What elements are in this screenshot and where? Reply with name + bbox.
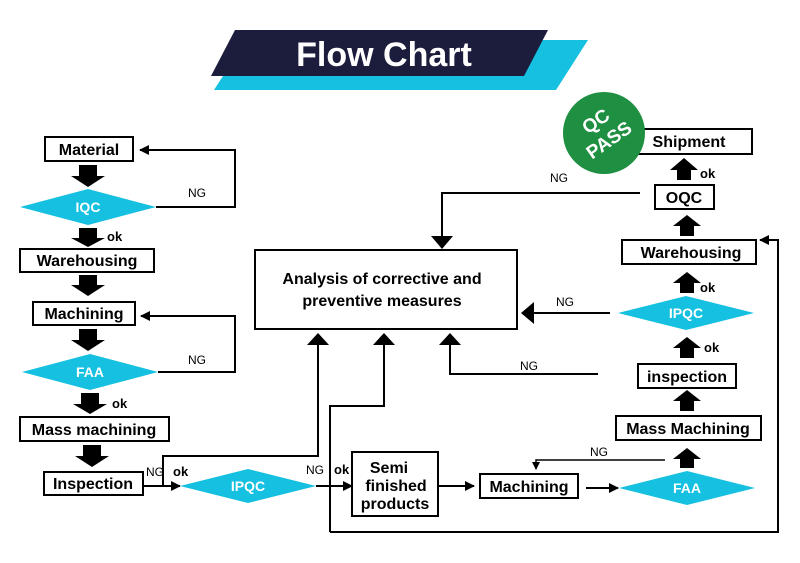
diamond-ipqc-bottom: IPQC xyxy=(180,469,316,503)
down-arrow-machining xyxy=(71,329,105,351)
inspection-left-label: Inspection xyxy=(53,476,133,493)
ipqc-bottom-label: IPQC xyxy=(231,478,265,494)
up-arrow-inspection-right xyxy=(673,337,701,358)
ng-path-inspection-to-analysis xyxy=(162,335,323,486)
title-background xyxy=(211,30,548,76)
inspection-right-label: inspection xyxy=(647,369,727,386)
box-warehousing-left: Warehousing xyxy=(19,248,155,273)
warehousing-left-label: Warehousing xyxy=(37,253,138,270)
left-arrowhead-ipqc xyxy=(521,302,534,324)
ok-ipqc-bottom-label: ok xyxy=(334,462,350,477)
box-oqc: OQC xyxy=(654,184,715,210)
box-material: Material xyxy=(44,136,134,162)
ng-faa-left-label: NG xyxy=(188,353,206,367)
box-mass-machining-right: Mass Machining xyxy=(615,415,762,441)
box-machining-left: Machining xyxy=(32,301,136,326)
page-title: Flow Chart xyxy=(296,36,472,74)
ng-ipqc-right-label: NG xyxy=(556,295,574,309)
down-arrowhead-oqc xyxy=(431,236,453,249)
up-arrow-oqc xyxy=(670,158,698,180)
shipment-label: Shipment xyxy=(653,134,727,151)
box-semi-finished: Semi finished products xyxy=(351,451,439,517)
diamond-faa-right: FAA xyxy=(619,471,755,505)
up-arrow-ipqc-right xyxy=(673,272,701,293)
semi-line1: Semi xyxy=(370,460,408,477)
up-arrowhead-right xyxy=(439,333,461,345)
ng-iqc-label: NG xyxy=(188,186,206,200)
box-inspection-left: Inspection xyxy=(43,471,144,496)
ng-path-oqc xyxy=(441,192,640,240)
ok-ipqc-right-label: ok xyxy=(700,280,716,295)
ng-oqc-label: NG xyxy=(550,171,568,185)
down-arrow-faa-left xyxy=(73,393,107,414)
ok-faa-left-label: ok xyxy=(112,396,128,411)
ng-path-inspection-right xyxy=(449,336,598,375)
faa-right-label: FAA xyxy=(673,480,701,496)
faa-left-label: FAA xyxy=(76,364,104,380)
ipqc-right-label: IPQC xyxy=(669,305,703,321)
box-mass-machining-left: Mass machining xyxy=(19,416,170,442)
title-banner: Flow Chart xyxy=(211,30,588,90)
ng-inspection-label: NG xyxy=(146,465,164,479)
ok-iqc-label: ok xyxy=(107,229,123,244)
up-arrow-faa-right xyxy=(673,448,701,468)
down-arrow-iqc xyxy=(71,228,105,247)
oqc-label: OQC xyxy=(666,190,703,207)
down-arrow-material xyxy=(71,165,105,187)
return-loop-right xyxy=(330,235,779,533)
ok-inspection-label: ok xyxy=(173,464,189,479)
ng-inspection-right-label: NG xyxy=(520,359,538,373)
seal-circle xyxy=(563,92,645,174)
box-warehousing-right: Warehousing xyxy=(621,239,757,265)
box-shipment: Shipment xyxy=(637,128,753,155)
ng-loop-iqc xyxy=(139,145,236,208)
diamond-iqc: IQC xyxy=(20,189,156,225)
semi-line2: finished xyxy=(365,478,426,495)
ng-ipqc-bottom-label: NG xyxy=(306,463,324,477)
return-path-to-analysis xyxy=(329,336,385,532)
ok-oqc-label: ok xyxy=(700,166,716,181)
down-arrow-warehousing xyxy=(71,275,105,296)
iqc-label: IQC xyxy=(76,199,101,215)
ng-faa-right-label: NG xyxy=(590,445,608,459)
semi-line3: products xyxy=(361,496,430,513)
analysis-line2: preventive measures xyxy=(302,293,461,310)
analysis-line1: Analysis of corrective and xyxy=(282,271,481,288)
mass-machining-left-label: Mass machining xyxy=(32,422,156,439)
down-arrow-mass-machining xyxy=(75,445,109,467)
material-label: Material xyxy=(59,142,119,159)
box-machining-bottom: Machining xyxy=(479,473,579,499)
ng-loop-faa-left xyxy=(140,311,236,373)
machining-left-label: Machining xyxy=(44,306,123,323)
diamond-faa-left: FAA xyxy=(22,354,158,390)
up-arrowhead-left xyxy=(307,333,329,345)
qc-pass-seal: QC PASS xyxy=(563,92,645,174)
diamond-ipqc-right: IPQC xyxy=(618,296,754,330)
up-arrowhead-middle xyxy=(373,333,395,345)
box-inspection-right: inspection xyxy=(637,363,737,389)
box-analysis: Analysis of corrective and preventive me… xyxy=(254,249,518,330)
up-arrow-mass-right xyxy=(673,390,701,411)
up-arrow-warehousing-right xyxy=(673,215,701,236)
mass-machining-right-label: Mass Machining xyxy=(626,421,750,438)
ok-mass-right-label: ok xyxy=(704,340,720,355)
ng-path-faa-right xyxy=(532,459,665,470)
warehousing-right-label: Warehousing xyxy=(641,245,742,262)
machining-bottom-label: Machining xyxy=(489,479,568,496)
